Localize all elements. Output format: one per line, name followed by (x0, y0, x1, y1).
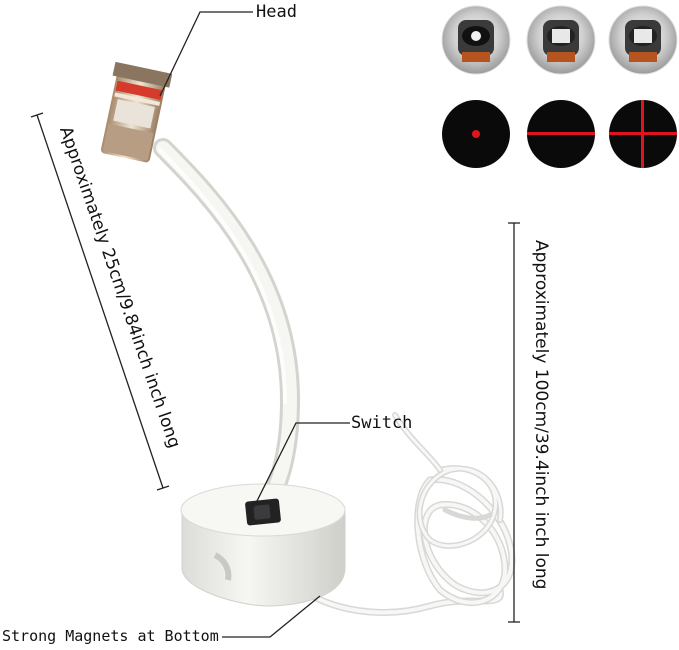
cable-length-label: Approximately 100cm/39.4inch inch long (531, 240, 551, 590)
pattern-dot (442, 100, 510, 168)
laser-head (101, 61, 173, 163)
gooseneck-arm (153, 138, 301, 505)
callout-lines (159, 11, 350, 638)
pattern-line (527, 100, 595, 168)
cable-length-dimension (508, 222, 520, 623)
lens-thumbnail-cross (608, 5, 678, 75)
lens-thumbnail-dot (441, 5, 511, 75)
head-label: Head (256, 2, 297, 22)
arm-length-dimension (30, 112, 170, 491)
power-switch (245, 498, 281, 526)
pattern-cross (609, 100, 677, 168)
magnets-label: Strong Magnets at Bottom (2, 627, 219, 645)
switch-label: Switch (351, 413, 413, 433)
lens-thumbnail-line (526, 5, 596, 75)
